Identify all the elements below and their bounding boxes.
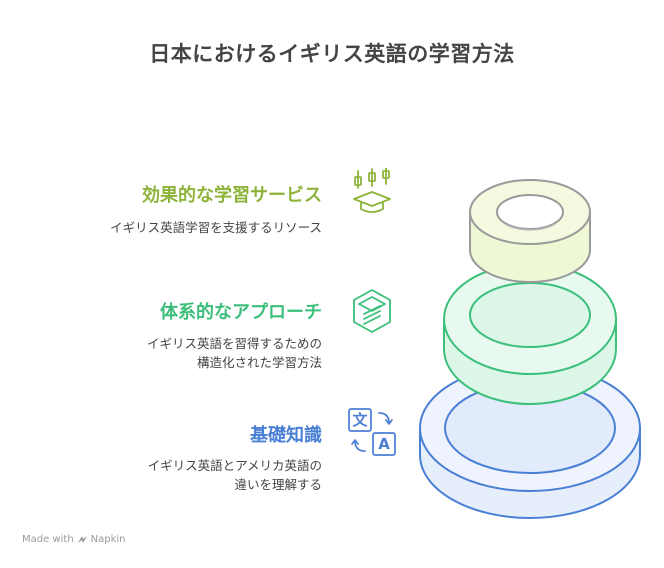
level-2-description: イギリス英語を習得するための 構造化された学習方法 xyxy=(147,334,322,372)
napkin-logo-icon xyxy=(77,536,87,543)
page-title: 日本におけるイギリス英語の学習方法 xyxy=(149,42,515,66)
glyph-a: A xyxy=(378,435,390,453)
level-2-desc-line-2: 構造化された学習方法 xyxy=(196,355,322,370)
level-2-heading: 体系的なアプローチ xyxy=(160,302,322,323)
level-1-heading: 効果的な学習サービス xyxy=(142,185,322,206)
level-3-desc-line-2: 違いを理解する xyxy=(234,477,322,492)
level-1-desc-line-1: イギリス英語学習を支援するリソース xyxy=(110,220,322,235)
footer-credit: Made with Napkin xyxy=(22,534,126,545)
footer-brand: Napkin xyxy=(90,534,126,545)
ring-effective-services xyxy=(469,179,591,283)
level-2-desc-line-1: イギリス英語を習得するための xyxy=(146,336,322,351)
level-3-desc-line-1: イギリス英語とアメリカ英語の xyxy=(147,458,322,473)
ring-systematic-approach xyxy=(443,263,617,405)
level-1-description: イギリス英語学習を支援するリソース xyxy=(110,218,322,237)
glyph-bun: 文 xyxy=(352,411,368,429)
footer-made-with: Made with xyxy=(22,534,74,545)
structured-layers-icon xyxy=(353,289,391,333)
ring-basic-knowledge xyxy=(419,364,641,519)
graduation-cap-icon xyxy=(353,168,391,213)
translate-icon: 文 A xyxy=(347,407,397,457)
level-3-description: イギリス英語とアメリカ英語の 違いを理解する xyxy=(148,456,322,494)
level-3-heading: 基礎知識 xyxy=(250,425,322,446)
